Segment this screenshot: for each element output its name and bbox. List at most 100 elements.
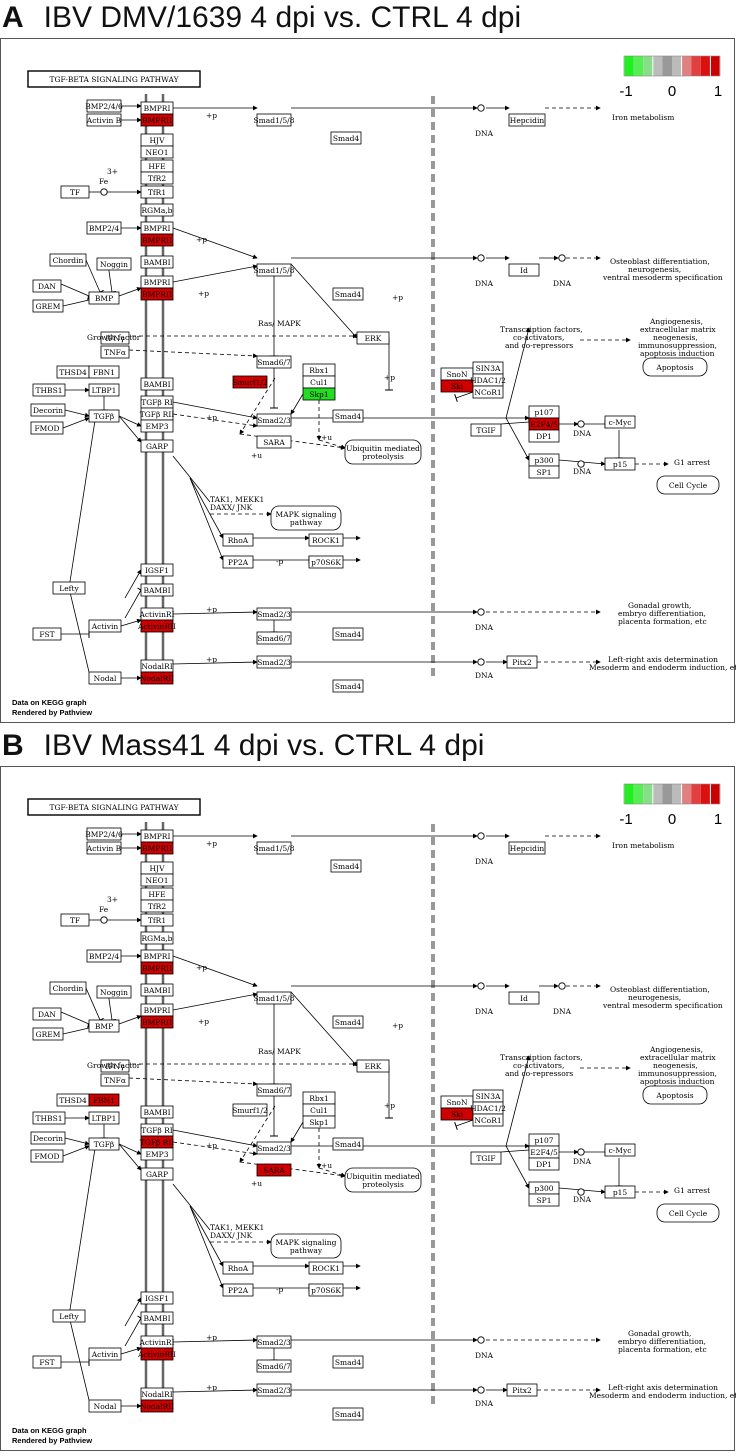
gene-bmpri_3[interactable]: BMPRI: [140, 1003, 174, 1017]
gene-bmp246[interactable]: BMP2/4/6: [85, 827, 123, 841]
gene-sp1[interactable]: SP1: [528, 465, 560, 479]
gene-garp[interactable]: GARP: [140, 439, 174, 453]
gene-rgma[interactable]: RGMa,b: [140, 931, 174, 945]
gene-fbn1[interactable]: FBN1: [88, 365, 120, 379]
gene-ski[interactable]: Ski: [440, 1107, 474, 1121]
gene-sin3a[interactable]: SIN3A: [472, 361, 504, 375]
gene-smad4_5[interactable]: Smad4: [332, 679, 364, 693]
gene-chordin[interactable]: Chordin: [49, 253, 87, 267]
gene-tgif[interactable]: TGIF: [470, 423, 502, 437]
gene-smad4_3[interactable]: Smad4: [332, 1137, 364, 1151]
gene-activinri[interactable]: ActivinRI: [138, 1335, 175, 1349]
gene-smad23_1[interactable]: Smad2/3: [256, 413, 292, 427]
gene-ncor1[interactable]: NCoR1: [472, 385, 504, 399]
gene-p15[interactable]: p15: [604, 457, 636, 471]
gene-grem[interactable]: GREM: [32, 299, 64, 313]
gene-bambi_2[interactable]: BAMBI: [140, 1105, 174, 1119]
gene-tf[interactable]: TF: [60, 913, 90, 927]
gene-smad4_5[interactable]: Smad4: [332, 1407, 364, 1421]
gene-bambi_1[interactable]: BAMBI: [140, 983, 174, 997]
gene-ltbp1[interactable]: LTBP1: [88, 1111, 120, 1125]
gene-bambi_3[interactable]: BAMBI: [140, 583, 174, 597]
gene-chordin[interactable]: Chordin: [49, 981, 87, 995]
gene-smad4_2[interactable]: Smad4: [332, 287, 364, 301]
gene-smad23_1[interactable]: Smad2/3: [256, 1141, 292, 1155]
gene-erk[interactable]: ERK: [356, 331, 390, 345]
gene-noggin[interactable]: Noggin: [96, 257, 132, 271]
gene-cul1[interactable]: Cul1: [302, 1103, 336, 1117]
gene-smad4_3[interactable]: Smad4: [332, 409, 364, 423]
gene-smad4_1[interactable]: Smad4: [330, 859, 362, 873]
gene-tgfbri[interactable]: TGFβ RI: [140, 395, 174, 409]
gene-bambi_2[interactable]: BAMBI: [140, 377, 174, 391]
gene-smurf[interactable]: Smurf1/2: [232, 375, 268, 389]
gene-sin3a[interactable]: SIN3A: [472, 1089, 504, 1103]
gene-activinb[interactable]: Activin B: [86, 113, 122, 127]
gene-fst[interactable]: FST: [32, 627, 62, 641]
gene-hjv[interactable]: HJV: [140, 133, 174, 147]
gene-tfr2[interactable]: TfR2: [140, 171, 174, 185]
gene-decorin[interactable]: Decorin: [30, 403, 66, 417]
gene-cmyc[interactable]: c-Myc: [604, 415, 636, 429]
gene-cmyc[interactable]: c-Myc: [604, 1143, 636, 1157]
linked-pathway[interactable]: Apoptosis: [642, 357, 708, 377]
gene-bmpri_2[interactable]: BMPRI: [140, 949, 174, 963]
gene-smad23_2[interactable]: Smad2/3: [256, 1335, 292, 1349]
gene-bambi_3[interactable]: BAMBI: [140, 1311, 174, 1325]
gene-hfe[interactable]: HFE: [140, 159, 174, 173]
gene-thbs1[interactable]: THBS1: [32, 383, 66, 397]
gene-dan[interactable]: DAN: [32, 279, 62, 293]
gene-id[interactable]: Id: [508, 263, 540, 277]
gene-p107[interactable]: p107: [528, 405, 560, 419]
gene-activinri[interactable]: ActivinRI: [138, 607, 175, 621]
gene-bmprii_1[interactable]: BMPRII: [140, 841, 174, 855]
gene-tgfbrii[interactable]: TGFβ RII: [140, 1135, 175, 1149]
gene-hdac12[interactable]: HDAC1/2: [470, 373, 506, 387]
gene-ncor1[interactable]: NCoR1: [472, 1113, 504, 1127]
gene-ski[interactable]: Ski: [440, 379, 474, 393]
gene-noggin[interactable]: Noggin: [96, 985, 132, 999]
gene-smurf[interactable]: Smurf1/2: [232, 1103, 268, 1117]
gene-p300[interactable]: p300: [528, 1181, 560, 1195]
gene-lefty[interactable]: Lefty: [52, 1309, 86, 1323]
gene-rhoa[interactable]: RhoA: [222, 533, 254, 547]
gene-igsf1[interactable]: IGSF1: [140, 563, 174, 577]
gene-grem[interactable]: GREM: [32, 1027, 64, 1041]
gene-skp1[interactable]: Skp1: [302, 387, 336, 401]
gene-e2f45[interactable]: E2F4/5: [528, 1145, 560, 1159]
gene-smad158_1[interactable]: Smad1/5/8: [254, 113, 295, 127]
gene-nodal[interactable]: Nodal: [88, 1399, 122, 1413]
gene-ifny[interactable]: IFNγ: [100, 1059, 130, 1073]
gene-activinrii[interactable]: ActivinRII: [137, 619, 176, 633]
gene-smad23_3[interactable]: Smad2/3: [256, 655, 292, 669]
gene-rock1[interactable]: ROCK1: [308, 533, 344, 547]
gene-sp1[interactable]: SP1: [528, 1193, 560, 1207]
gene-id[interactable]: Id: [508, 991, 540, 1005]
gene-p70s6k[interactable]: p70S6K: [308, 555, 344, 569]
gene-sara[interactable]: SARA: [256, 1163, 292, 1177]
gene-tnfa[interactable]: TNFα: [100, 1073, 130, 1087]
gene-tgfb[interactable]: TGFβ: [88, 409, 120, 423]
gene-tfr1[interactable]: TfR1: [140, 913, 174, 927]
gene-bmprii_2[interactable]: BMPRII: [140, 233, 174, 247]
gene-rhoa[interactable]: RhoA: [222, 1261, 254, 1275]
gene-ltbp1[interactable]: LTBP1: [88, 383, 120, 397]
gene-fst[interactable]: FST: [32, 1355, 62, 1369]
gene-skp1[interactable]: Skp1: [302, 1115, 336, 1129]
gene-nodalrii[interactable]: NodalRII: [140, 671, 174, 685]
gene-tgif[interactable]: TGIF: [470, 1151, 502, 1165]
gene-activinrii[interactable]: ActivinRII: [137, 1347, 176, 1361]
gene-bmprii_1[interactable]: BMPRII: [140, 113, 174, 127]
gene-rbx1[interactable]: Rbx1: [302, 363, 336, 377]
gene-hdac12[interactable]: HDAC1/2: [470, 1101, 506, 1115]
gene-rbx1[interactable]: Rbx1: [302, 1091, 336, 1105]
gene-neo1[interactable]: NEO1: [140, 145, 174, 159]
gene-tgfbrii[interactable]: TGFβ RII: [140, 407, 175, 421]
gene-tfr1[interactable]: TfR1: [140, 185, 174, 199]
gene-lefty[interactable]: Lefty: [52, 581, 86, 595]
gene-thsd4[interactable]: THSD4: [56, 365, 90, 379]
gene-bmpri_1[interactable]: BMPRI: [140, 101, 174, 115]
gene-smad4_4[interactable]: Smad4: [332, 1355, 364, 1369]
gene-bmprii_2[interactable]: BMPRII: [140, 961, 174, 975]
gene-bmprii_3[interactable]: BMPRII: [140, 1015, 174, 1029]
